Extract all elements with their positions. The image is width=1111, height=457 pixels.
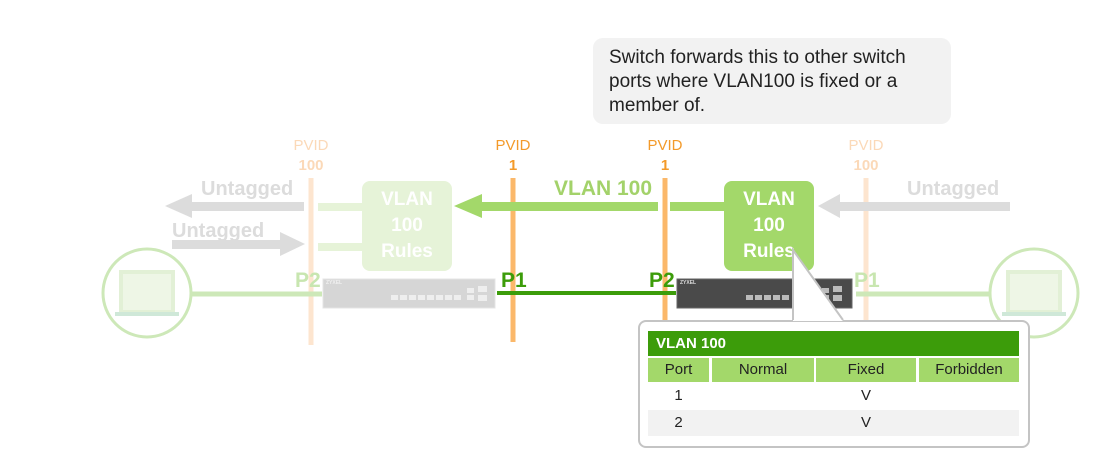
rules-line: VLAN (381, 189, 433, 210)
col-header-port: Port (648, 358, 709, 382)
faded-connector-top (318, 203, 363, 211)
pvid-label-left-p1: PVID 1 (483, 136, 543, 176)
left-laptop-icon (101, 247, 193, 339)
left-switch-brand: ZYXEL (326, 280, 343, 286)
rules-line: 100 (391, 215, 423, 236)
pvid-value: 1 (660, 157, 670, 174)
col-header-forbidden: Forbidden (919, 358, 1019, 382)
pvid-title: PVID (495, 137, 531, 154)
pvid-value: 100 (298, 157, 324, 174)
untagged-in-arrow (172, 232, 305, 256)
cell-port: 1 (674, 387, 683, 404)
port-label-right-p1: P1 (854, 269, 880, 292)
cell-fixed: V (860, 387, 871, 404)
port-label-right-p2: P2 (649, 269, 675, 292)
table-row-bg (648, 410, 1019, 436)
col-header-fixed: Fixed (816, 358, 916, 382)
vlan100-arrow (454, 194, 726, 218)
pvid-title: PVID (293, 137, 329, 154)
pvid-label-right-p1: PVID 100 (836, 136, 896, 176)
vlan-rules-box-right: VLAN 100 Rules (724, 181, 814, 271)
vlan-table-title: VLAN 100 (648, 331, 1019, 356)
pvid-label-right-p2: PVID 1 (635, 136, 695, 176)
right-laptop-icon (988, 247, 1080, 339)
pvid-title: PVID (647, 137, 683, 154)
pvid-label-left-p2: PVID 100 (281, 136, 341, 176)
port-label-left-p1: P1 (501, 269, 527, 292)
right-switch-brand: ZYXEL (680, 280, 697, 286)
pvid-title: PVID (848, 137, 884, 154)
rules-line: Rules (381, 241, 433, 262)
untagged-in-right-arrow (818, 194, 1010, 218)
untagged-right-label: Untagged (907, 178, 1000, 200)
cell-normal (712, 383, 814, 409)
port-label-left-p2: P2 (295, 269, 321, 292)
cell-fixed: V (860, 414, 871, 431)
cell-forbidden (919, 410, 1019, 436)
rules-line: Rules (743, 241, 795, 262)
col-header-normal: Normal (712, 358, 814, 382)
vlan-rules-box-left: VLAN 100 Rules (362, 181, 452, 271)
untagged-in-label: Untagged (172, 220, 265, 242)
cell-port: 2 (674, 414, 683, 431)
pvid-value: 100 (853, 157, 879, 174)
rules-line: VLAN (743, 189, 795, 210)
cell-forbidden (919, 383, 1019, 409)
callout-bubble: Switch forwards this to other switch por… (593, 38, 951, 124)
rules-line: 100 (753, 215, 785, 236)
pvid-value: 1 (508, 157, 518, 174)
untagged-out-arrow (165, 194, 304, 218)
left-switch (322, 278, 496, 309)
right-switch (676, 278, 853, 309)
cell-normal (712, 410, 814, 436)
vlan100-arrow-label: VLAN 100 (554, 177, 653, 200)
faded-connector-bottom (318, 243, 363, 251)
untagged-out-label: Untagged (201, 178, 294, 200)
